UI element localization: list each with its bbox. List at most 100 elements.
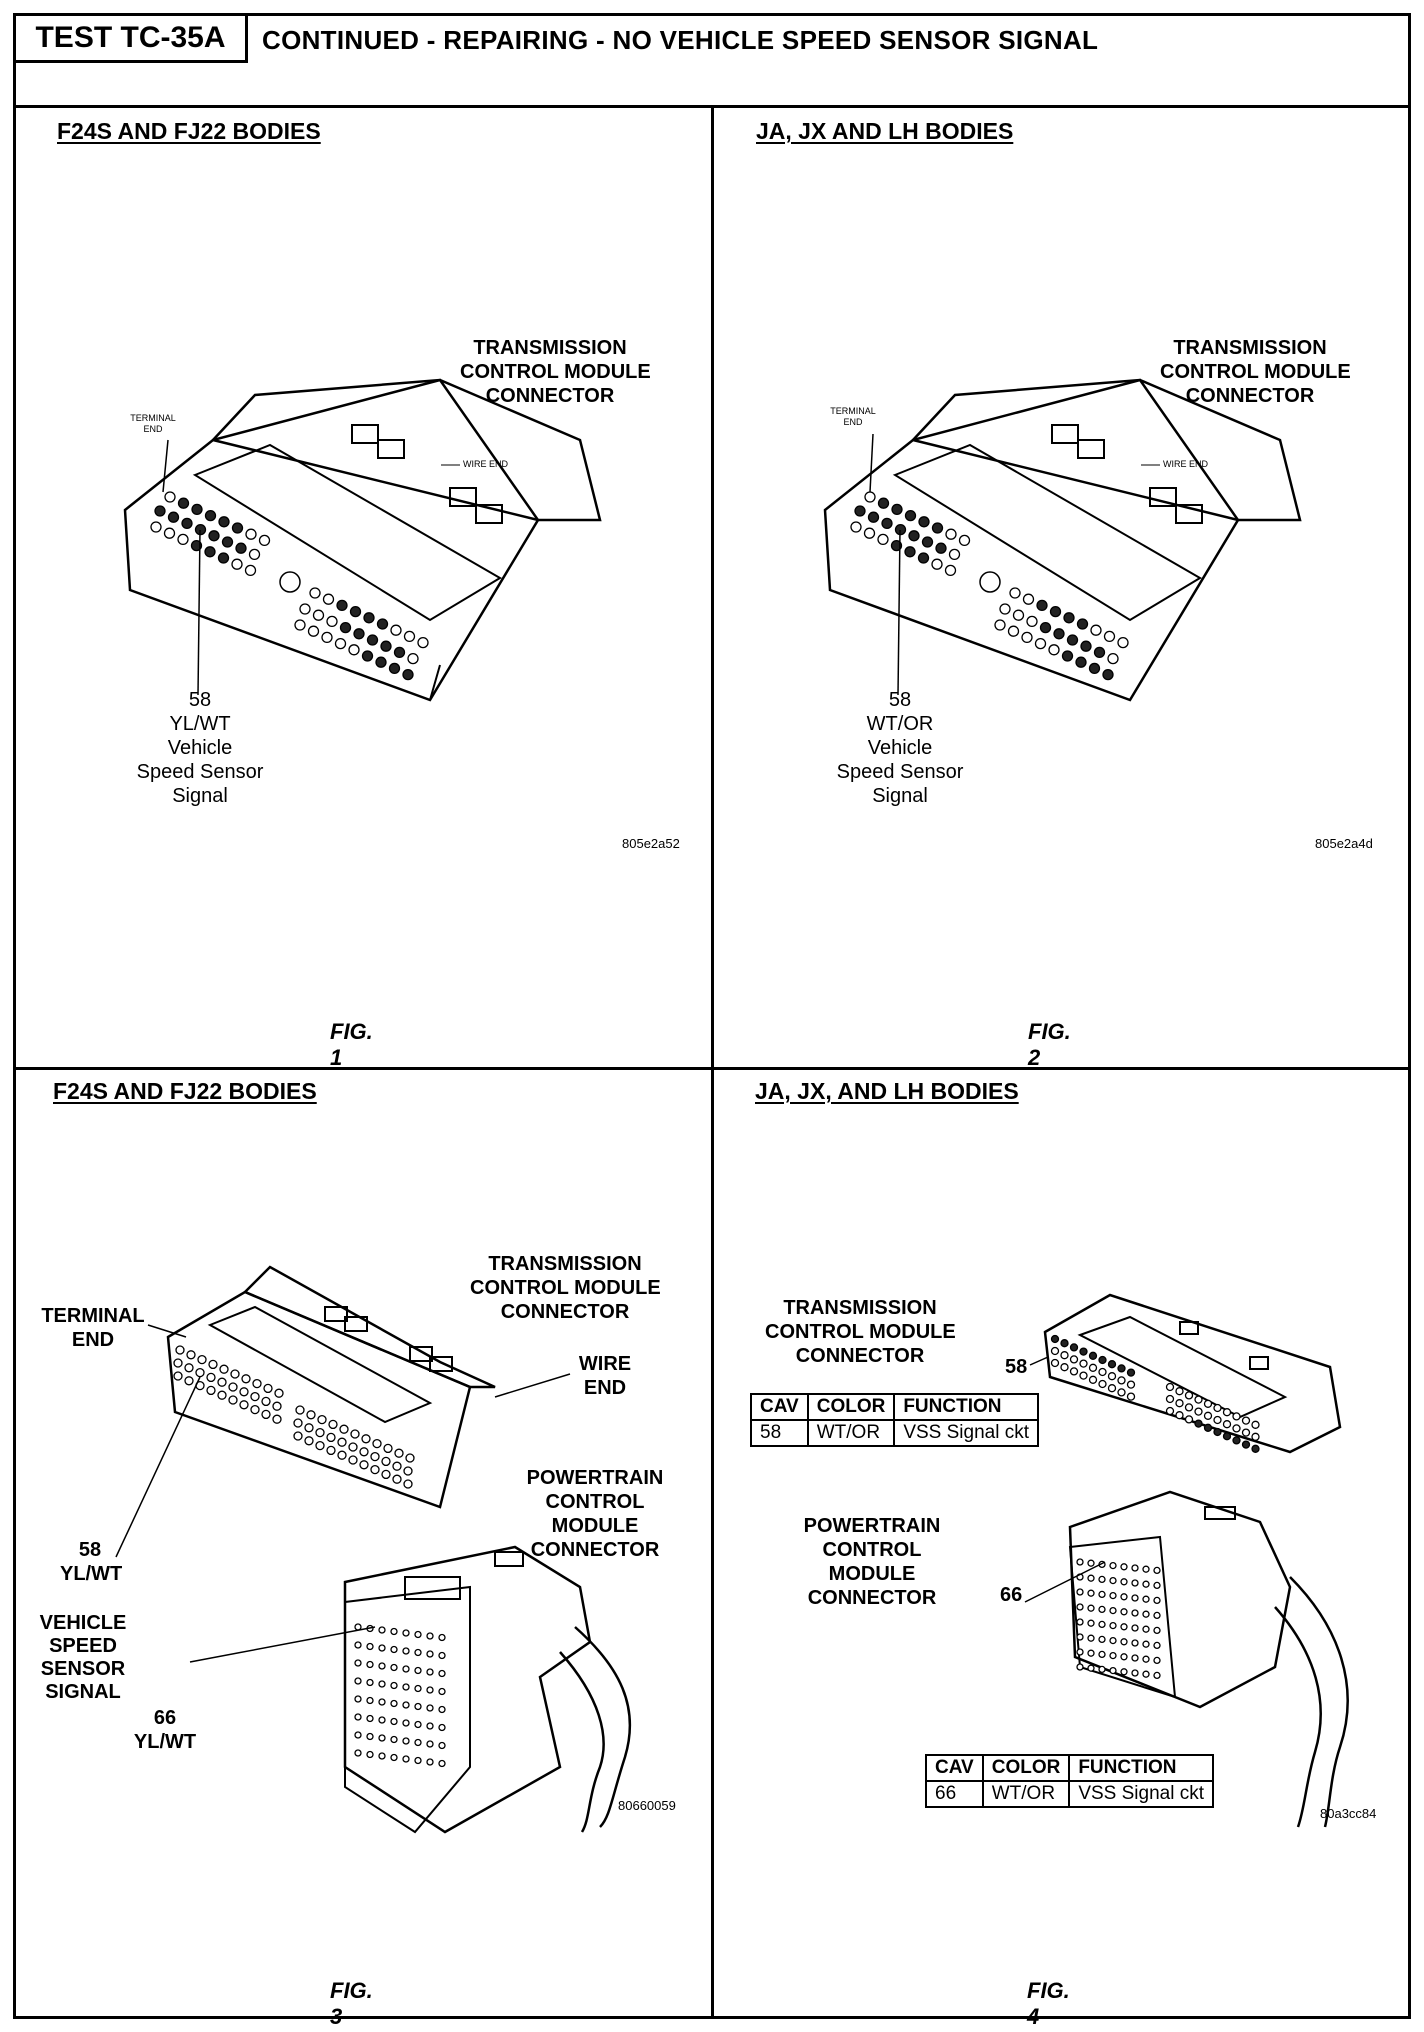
connector-pin bbox=[1213, 1403, 1222, 1413]
fig3-wire-end-label: WIRE END bbox=[565, 1352, 645, 1400]
label-line: VEHICLE bbox=[39, 1612, 127, 1634]
connector-pin bbox=[1087, 1559, 1095, 1567]
fig1-title: F24S AND FJ22 BODIES bbox=[57, 118, 321, 144]
connector-pin bbox=[1153, 1656, 1161, 1665]
label-line: CONTROL MODULE bbox=[470, 1277, 661, 1299]
table-header-cell: FUNCTION bbox=[1068, 1754, 1214, 1782]
connector-pin bbox=[390, 1717, 398, 1726]
connector-pin bbox=[186, 1350, 196, 1360]
connector-pin bbox=[191, 503, 203, 516]
label-line: Vehicle bbox=[167, 737, 233, 759]
connector-pin bbox=[1107, 652, 1119, 665]
connector-pin bbox=[206, 1372, 216, 1383]
connector-pin bbox=[204, 546, 216, 558]
connector-pin bbox=[378, 1662, 386, 1670]
connector-pin bbox=[164, 491, 176, 503]
connector-pin bbox=[1117, 1364, 1126, 1373]
connector-pin bbox=[339, 621, 352, 634]
connector-pin bbox=[1153, 1566, 1161, 1575]
connector-pin bbox=[426, 1758, 434, 1766]
fig3-pin66-label: 66 YL/WT bbox=[130, 1706, 200, 1754]
label-line: POWERTRAIN bbox=[803, 1515, 941, 1537]
connector-pin bbox=[1142, 1580, 1150, 1588]
connector-pin bbox=[294, 619, 306, 631]
connector-pin bbox=[438, 1705, 446, 1714]
label-line: CONTROL MODULE bbox=[460, 361, 651, 383]
connector-pin bbox=[375, 656, 387, 668]
connector-pin bbox=[1050, 1358, 1060, 1368]
connector-pin bbox=[1153, 1611, 1161, 1620]
connector-pin bbox=[1184, 1415, 1194, 1424]
label-line: 66 bbox=[153, 1707, 177, 1729]
label-line: Speed Sensor bbox=[136, 761, 264, 783]
fig2-title: JA, JX AND LH BODIES bbox=[756, 118, 1014, 144]
connector-pin bbox=[1098, 1620, 1106, 1629]
connector-pin bbox=[426, 1650, 434, 1658]
connector-pin bbox=[378, 1680, 386, 1688]
connector-pin bbox=[390, 1663, 398, 1672]
connector-pin bbox=[438, 1687, 446, 1696]
connector-pin bbox=[334, 637, 347, 650]
connector-pin bbox=[228, 1395, 238, 1405]
connector-pin bbox=[1194, 1407, 1203, 1416]
fig1-caption: FIG. 1 bbox=[330, 1019, 373, 1070]
connector-pin bbox=[1050, 1334, 1060, 1344]
connector-pin bbox=[1126, 1368, 1136, 1377]
label-line: END bbox=[843, 417, 863, 427]
connector-pin bbox=[307, 625, 320, 637]
connector-pin bbox=[1222, 1432, 1232, 1441]
connector-pin bbox=[1131, 1654, 1139, 1662]
connector-pin bbox=[190, 539, 203, 552]
connector-pin bbox=[208, 530, 220, 542]
connector-pin bbox=[366, 1714, 374, 1723]
table-row: 58 WT/OR VSS Signal ckt bbox=[750, 1419, 1039, 1447]
connector-pin bbox=[363, 612, 375, 624]
connector-pin bbox=[315, 1440, 325, 1451]
connector-pin bbox=[173, 1371, 183, 1381]
connector-pin bbox=[239, 1400, 249, 1410]
connector-pin bbox=[274, 1388, 284, 1398]
table-header-cell: CAV bbox=[750, 1393, 809, 1421]
connector-pin bbox=[414, 1756, 422, 1765]
connector-pin bbox=[309, 587, 321, 599]
connector-pin bbox=[366, 1750, 374, 1759]
connector-pin bbox=[376, 618, 389, 630]
fig3-vss-label: VEHICLE SPEED SENSOR SIGNAL bbox=[28, 1612, 138, 1704]
connector-pin bbox=[366, 1642, 374, 1651]
connector-pin bbox=[1120, 1608, 1128, 1616]
connector-pin bbox=[304, 1436, 314, 1446]
connector-pin bbox=[1184, 1391, 1194, 1400]
connector-pin bbox=[1120, 1668, 1128, 1676]
connector-pin bbox=[175, 1345, 185, 1355]
connector-pin bbox=[1131, 1609, 1139, 1617]
label-line: YL/WT bbox=[169, 713, 231, 735]
connector-pin bbox=[1098, 1665, 1106, 1674]
connector-pin bbox=[366, 1660, 374, 1669]
connector-pin bbox=[1088, 662, 1101, 675]
fig1-terminal-end-label: TERMINAL END bbox=[118, 413, 188, 435]
connector-pin bbox=[321, 631, 333, 644]
connector-pin bbox=[402, 1755, 410, 1763]
fig1-connector-drawing bbox=[123, 378, 602, 702]
connector-pin bbox=[403, 1479, 413, 1489]
connector-pin bbox=[1222, 1408, 1232, 1417]
connector-pin bbox=[426, 1722, 434, 1730]
fig4-title: JA, JX, AND LH BODIES bbox=[755, 1078, 1019, 1104]
connector-pin bbox=[219, 1364, 229, 1374]
connector-pin bbox=[1153, 1626, 1161, 1635]
label-line: TERMINAL bbox=[130, 413, 176, 423]
connector-pin bbox=[272, 1401, 282, 1411]
connector-pin bbox=[1131, 1564, 1139, 1572]
connector-pin bbox=[1109, 1591, 1117, 1600]
connector-pin bbox=[1184, 1403, 1194, 1412]
connector-pin bbox=[1117, 1388, 1126, 1397]
connector-pin bbox=[293, 1418, 303, 1428]
connector-pin bbox=[393, 646, 406, 659]
label-line: Signal bbox=[872, 785, 928, 807]
label-line: CONNECTOR bbox=[807, 1587, 937, 1609]
connector-pin bbox=[250, 1404, 260, 1415]
connector-pin bbox=[366, 634, 379, 646]
connector-pin bbox=[339, 1424, 349, 1434]
connector-pin bbox=[263, 1383, 273, 1394]
connector-pin bbox=[272, 1414, 282, 1424]
